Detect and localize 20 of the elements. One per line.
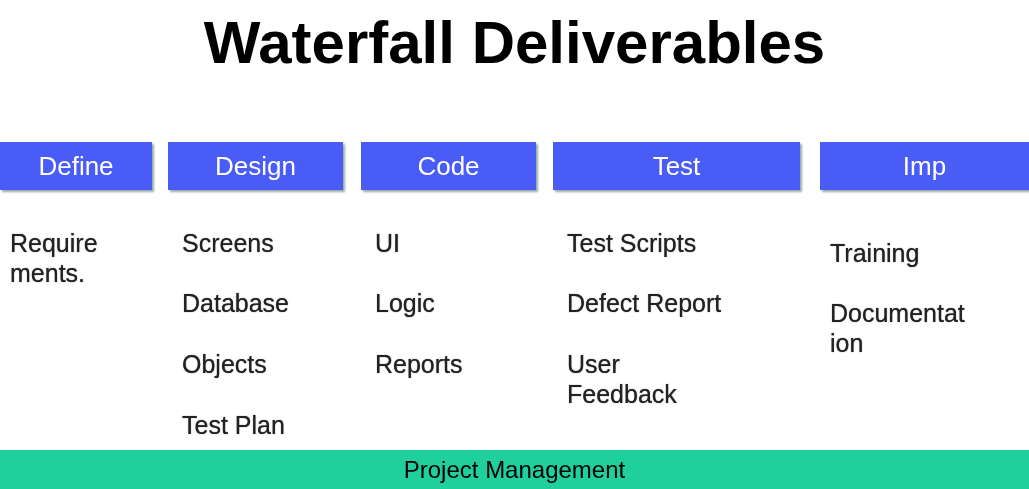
phase-header: Define xyxy=(0,142,152,190)
deliverable-text: User Feedback xyxy=(567,349,678,409)
deliverable-text: Documentat ion xyxy=(830,298,966,358)
deliverable-text: Logic xyxy=(375,288,436,318)
deliverable-text: Test Scripts xyxy=(567,228,698,258)
phase-header: Code xyxy=(361,142,536,190)
deliverable-text: Database xyxy=(182,288,291,318)
deliverable-text: Test Plan xyxy=(182,410,286,440)
deliverable-text: Require ments. xyxy=(10,228,99,288)
diagram-title: Waterfall Deliverables xyxy=(203,8,826,77)
deliverable-text: UI xyxy=(375,228,401,258)
deliverable-text: Defect Report xyxy=(567,288,723,318)
deliverable-text: Training xyxy=(830,238,921,268)
phase-header: Design xyxy=(168,142,343,190)
phase-header: Test xyxy=(553,142,800,190)
deliverable-text: Screens xyxy=(182,228,275,258)
deliverable-text: Reports xyxy=(375,349,464,379)
deliverable-text: Objects xyxy=(182,349,268,379)
management-band: Project Management xyxy=(0,450,1029,489)
phase-header: Imp xyxy=(820,142,1029,190)
